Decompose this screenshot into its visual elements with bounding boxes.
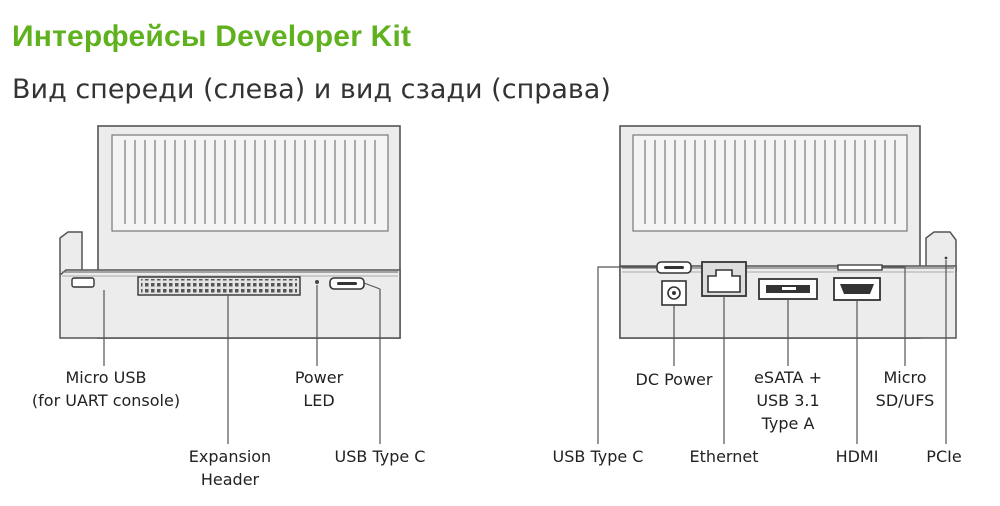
front-view bbox=[59, 125, 401, 444]
label-esata-usb: eSATA + USB 3.1 Type A bbox=[754, 368, 822, 433]
page-subtitle: Вид спереди (слева) и вид сзади (справа) bbox=[12, 74, 611, 105]
label-expansion-header: Expansion Header bbox=[188, 447, 272, 489]
rear-view bbox=[597, 125, 957, 444]
label-micro-usb: Micro USB (for UART console) bbox=[31, 368, 181, 410]
front-power-led bbox=[315, 280, 319, 284]
label-dc-power: DC Power bbox=[635, 370, 713, 389]
front-heatsink-fins bbox=[117, 140, 383, 224]
rear-pcie-point bbox=[944, 256, 948, 260]
rear-micro-sd-slot bbox=[837, 264, 883, 271]
label-front-usb-type-c: USB Type C bbox=[334, 447, 426, 466]
label-ethernet: Ethernet bbox=[689, 447, 759, 466]
rear-right-bracket bbox=[925, 231, 957, 272]
label-hdmi: HDMI bbox=[835, 447, 879, 466]
label-rear-usb-type-c: USB Type C bbox=[552, 447, 644, 466]
label-power-led: Power LED bbox=[294, 368, 344, 410]
rear-heatsink-fins bbox=[638, 140, 902, 224]
label-micro-sd-ufs: Micro SD/UFS bbox=[875, 368, 935, 410]
page-title: Интерфейсы Developer Kit bbox=[12, 20, 412, 53]
label-pcie: PCIe bbox=[926, 447, 962, 466]
front-left-bracket bbox=[59, 231, 83, 275]
front-micro-usb-port bbox=[71, 277, 95, 288]
